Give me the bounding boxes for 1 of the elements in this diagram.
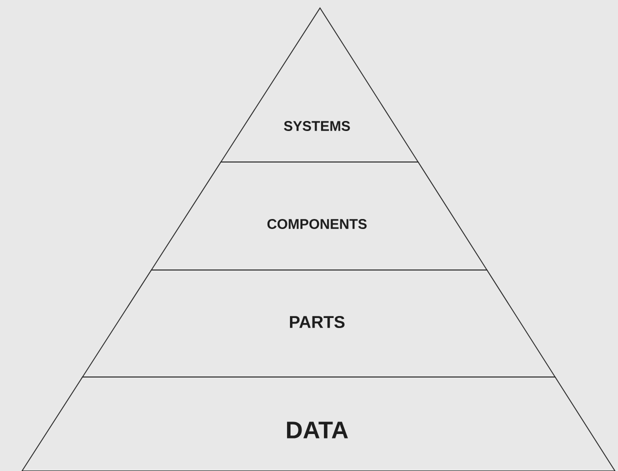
- pyramid-tier: COMPONENTS: [150, 162, 488, 270]
